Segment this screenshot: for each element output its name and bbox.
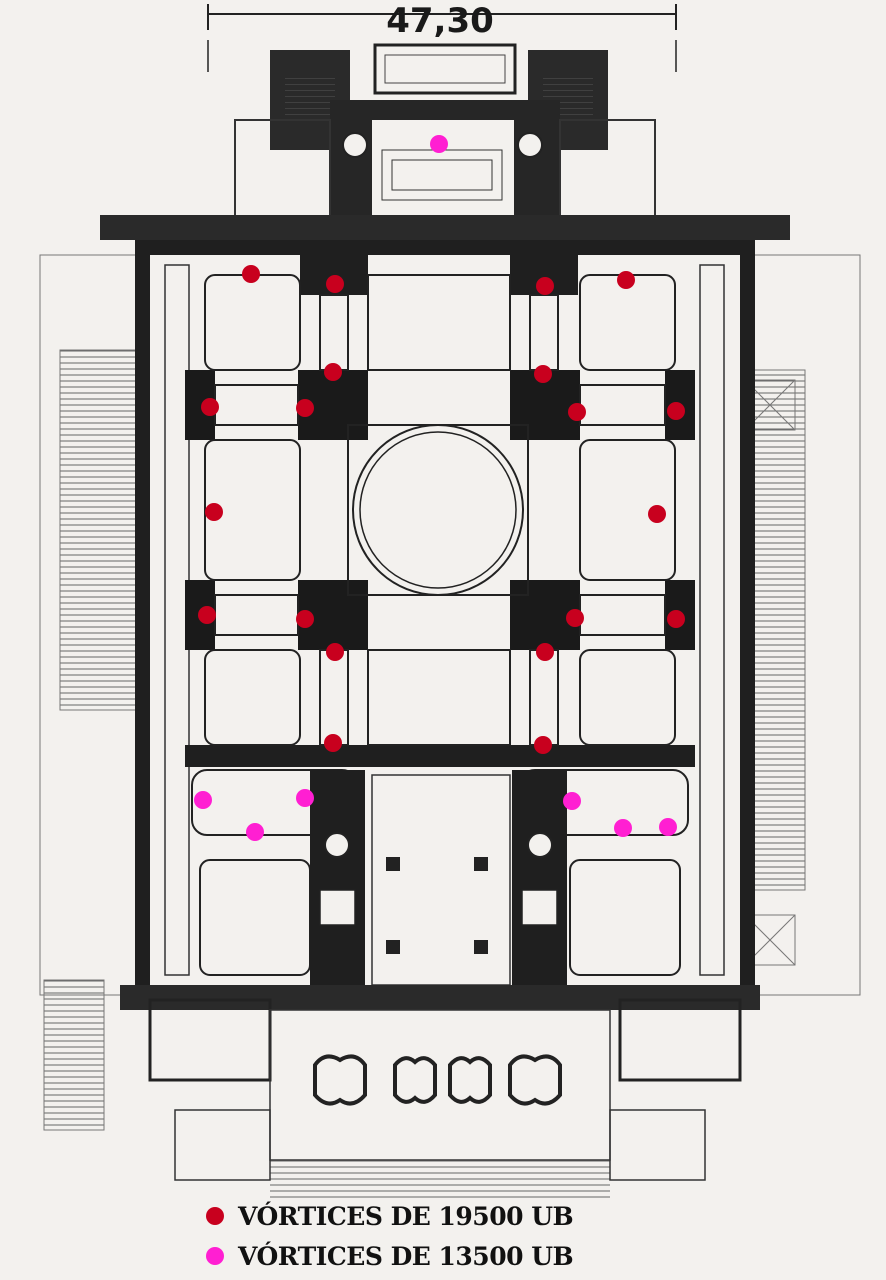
vortex-marker-19500-8	[296, 399, 314, 417]
vortex-marker-19500-18	[536, 643, 554, 661]
vortex-marker-19500-12	[648, 505, 666, 523]
vortex-marker-19500-14	[296, 610, 314, 628]
legend-label-13500: VÓRTICES DE 13500 UB	[238, 1241, 574, 1271]
vortex-marker-19500-10	[667, 402, 685, 420]
vortex-marker-19500-7	[201, 398, 219, 416]
lower-section	[120, 769, 760, 1200]
vortex-marker-13500-4	[246, 823, 264, 841]
vortex-marker-19500-11	[205, 503, 223, 521]
dimension-line: 47,30	[207, 1, 677, 72]
vortex-marker-13500-3	[296, 789, 314, 807]
legend-dot-pink	[206, 1247, 224, 1265]
vortex-marker-13500-1	[430, 135, 448, 153]
vortex-markers-13500	[194, 135, 677, 841]
vortex-marker-19500-6	[534, 365, 552, 383]
dimension-label: 47,30	[386, 1, 494, 41]
vortex-marker-19500-4	[617, 271, 635, 289]
vortex-marker-19500-2	[326, 275, 344, 293]
vortex-marker-19500-9	[568, 403, 586, 421]
vortex-marker-13500-7	[659, 818, 677, 836]
vortex-marker-19500-1	[242, 265, 260, 283]
legend-item-19500: VÓRTICES DE 19500 UB	[200, 1196, 680, 1236]
vortex-marker-19500-19	[324, 734, 342, 752]
legend-label-19500: VÓRTICES DE 19500 UB	[238, 1201, 574, 1231]
vortex-marker-19500-16	[667, 610, 685, 628]
legend-dot-red	[206, 1207, 224, 1225]
vortex-marker-19500-13	[198, 606, 216, 624]
vortex-marker-19500-17	[326, 643, 344, 661]
vortex-marker-13500-5	[563, 792, 581, 810]
legend-item-13500: VÓRTICES DE 13500 UB	[200, 1236, 680, 1276]
vortex-marker-19500-5	[324, 363, 342, 381]
legend: VÓRTICES DE 19500 UB VÓRTICES DE 13500 U…	[200, 1196, 680, 1276]
vortex-marker-19500-15	[566, 609, 584, 627]
vortex-markers-19500	[198, 265, 685, 754]
main-walls	[100, 215, 790, 1000]
vortex-marker-19500-20	[534, 736, 552, 754]
vortex-marker-19500-3	[536, 277, 554, 295]
vortex-marker-13500-2	[194, 791, 212, 809]
vortex-marker-13500-6	[614, 819, 632, 837]
